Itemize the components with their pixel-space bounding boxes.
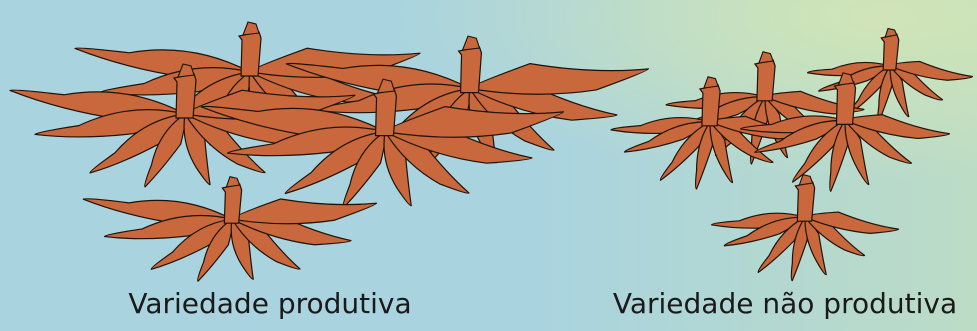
stem — [222, 184, 241, 223]
stem — [755, 60, 775, 101]
caption-productive-variety: Variedade produtiva — [110, 284, 430, 324]
stem — [374, 90, 397, 136]
stem — [834, 82, 855, 124]
stem — [795, 182, 814, 221]
stem — [700, 85, 720, 126]
caption-non-productive-variety: Variedade não produtiva — [600, 284, 970, 324]
stem — [459, 47, 482, 93]
stem — [881, 34, 899, 70]
stem — [239, 32, 261, 76]
stem — [174, 74, 196, 118]
